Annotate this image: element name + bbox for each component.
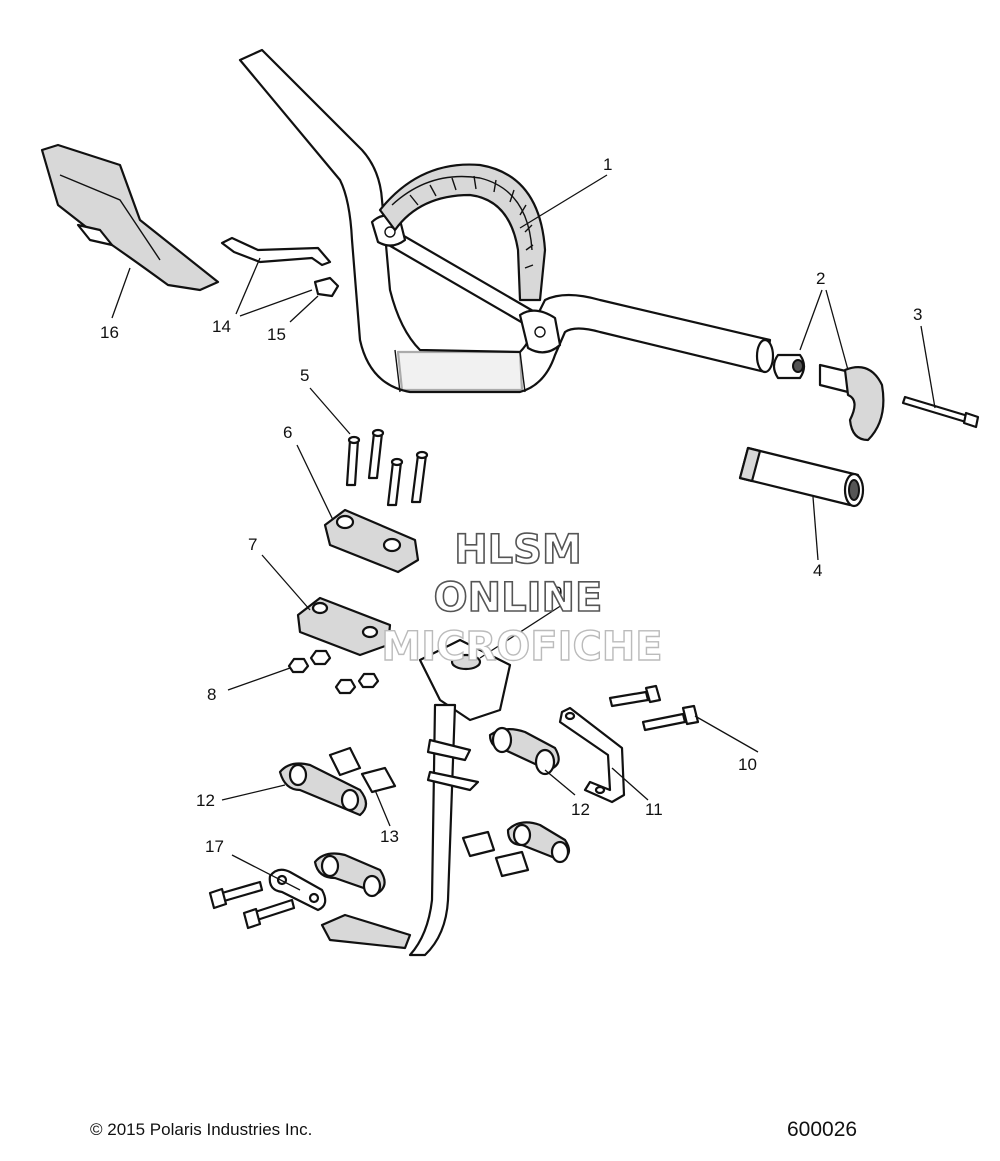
- callout-3: 3: [913, 305, 922, 324]
- long-screw: [901, 395, 980, 429]
- callout-12-left: 12: [196, 791, 215, 810]
- bushings: [328, 746, 530, 878]
- callout-6: 6: [283, 423, 292, 442]
- steering-post: [320, 638, 512, 957]
- svg-text:MICROFICHE: MICROFICHE: [381, 624, 662, 670]
- callout-14: 14: [212, 317, 231, 336]
- svg-text:ONLINE: ONLINE: [434, 575, 603, 621]
- callout-8: 8: [207, 685, 216, 704]
- callout-11: 11: [645, 800, 663, 819]
- pivot-clamp-right: [488, 726, 560, 776]
- callout-4: 4: [813, 561, 822, 580]
- mirror: [40, 143, 220, 292]
- callout-16: 16: [100, 323, 119, 342]
- callout-17: 17: [205, 837, 224, 856]
- callout-7: 7: [248, 535, 257, 554]
- callout-2: 2: [816, 269, 825, 288]
- callout-10: 10: [738, 755, 757, 774]
- handlebar: [238, 48, 775, 394]
- throttle-spacer: [772, 353, 806, 380]
- clamp-bolts: [345, 428, 429, 507]
- callout-1: 1: [603, 155, 612, 174]
- link-plate: [268, 868, 327, 912]
- grip-tube: [738, 446, 865, 508]
- link-bolts: [208, 880, 296, 930]
- lower-clamp: [296, 596, 392, 657]
- diagram-code: 600026: [787, 1118, 858, 1141]
- callout-13: 13: [380, 827, 399, 846]
- watermark: HLSM ONLINE MICROFICHE: [381, 526, 664, 671]
- svg-text:HLSM: HLSM: [454, 527, 582, 573]
- pivot-clamp-left: [278, 762, 368, 817]
- nuts: [287, 649, 380, 695]
- bracket: [558, 706, 626, 804]
- callout-5: 5: [300, 366, 309, 385]
- callout-12-right: 12: [571, 800, 590, 819]
- throttle-lever: [818, 363, 885, 442]
- flange-bolts: [608, 684, 700, 732]
- callout-15: 15: [267, 325, 286, 344]
- brake-lever: [220, 236, 332, 267]
- lever-clip: [313, 276, 340, 298]
- callout-9: 9: [553, 583, 562, 602]
- lower-pivot-clamps: [313, 821, 571, 898]
- upper-clamp: [323, 508, 420, 574]
- copyright-notice: © 2015 Polaris Industries Inc.: [90, 1120, 313, 1139]
